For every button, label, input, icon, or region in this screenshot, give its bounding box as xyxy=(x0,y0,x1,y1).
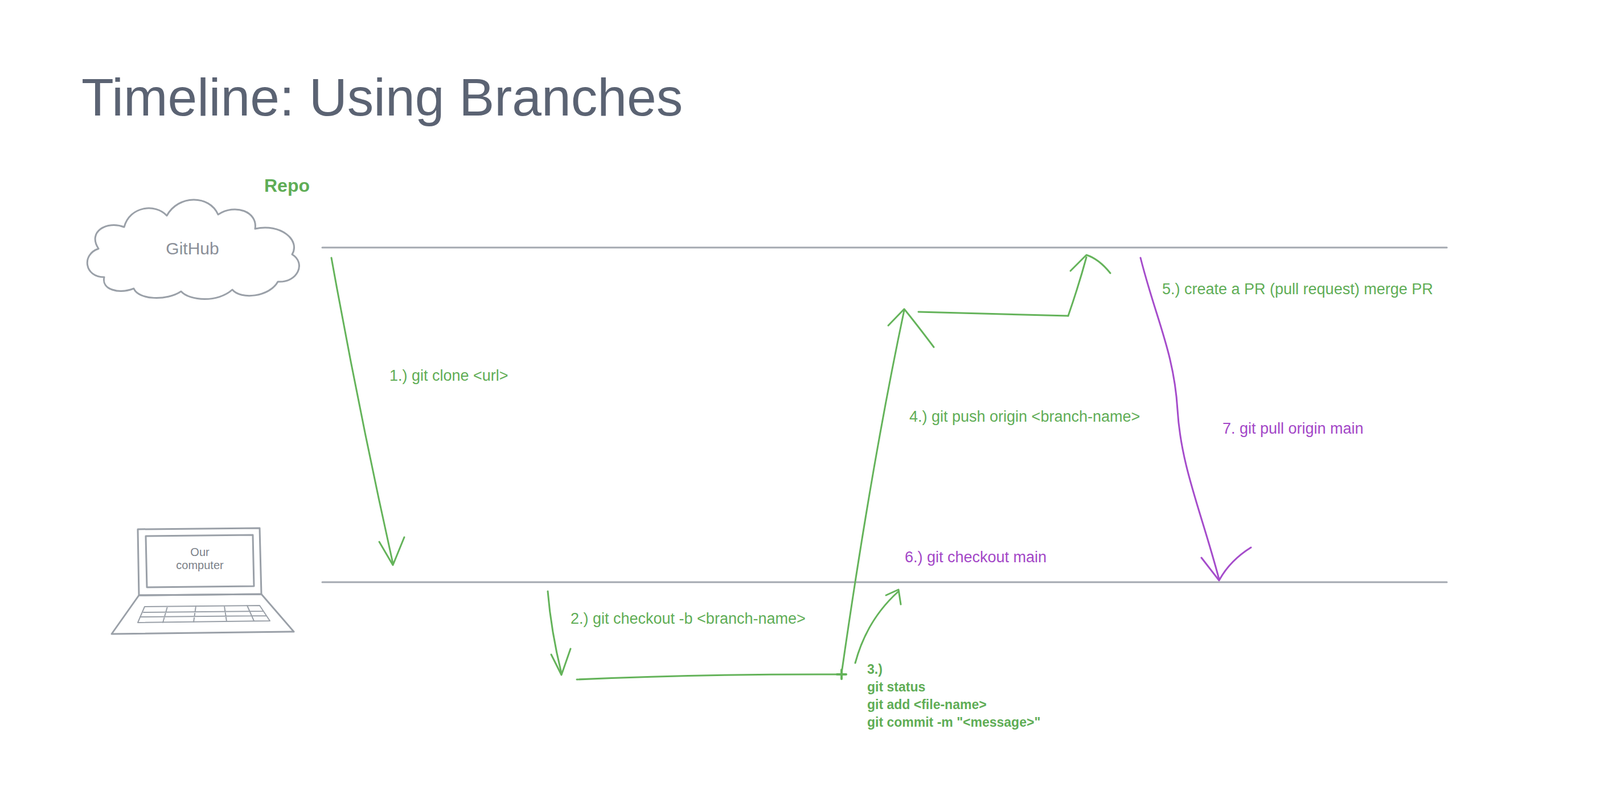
cloud-shape xyxy=(87,199,299,300)
step-label: git add <file-name> xyxy=(867,697,987,713)
node-text-holder: Our computer xyxy=(171,546,229,573)
step-label: git commit -m "<message>" xyxy=(867,715,1041,730)
arrow-head xyxy=(1070,255,1111,274)
push-arrow xyxy=(841,310,905,674)
repo-timeline xyxy=(322,247,1447,249)
cloud-label: GitHub xyxy=(107,239,278,260)
step-label: 3.) xyxy=(867,662,883,678)
pull-arrow xyxy=(1140,257,1220,580)
branch-line xyxy=(576,674,842,680)
step-label: 2.) git checkout -b <branch-name> xyxy=(570,610,806,629)
commit-arrow xyxy=(855,592,898,664)
push-line xyxy=(918,312,1069,317)
laptop-icon: Our computer xyxy=(110,527,297,637)
step-label: 4.) git push origin <branch-name> xyxy=(909,408,1140,426)
github-cloud: GitHub xyxy=(81,191,305,302)
arrow-head xyxy=(885,589,901,605)
arrow-head xyxy=(551,649,571,676)
screen-frame xyxy=(137,528,262,596)
keyboard xyxy=(137,605,270,623)
clone-arrow xyxy=(331,257,393,564)
arrow-head xyxy=(1201,547,1251,581)
step-label: 5.) create a PR (pull request) merge PR xyxy=(1162,280,1436,299)
arrow-head xyxy=(888,309,934,348)
laptop-base xyxy=(111,594,294,635)
node-text-holder: GitHub xyxy=(107,239,278,260)
repo-label: Repo xyxy=(264,175,310,197)
local-timeline xyxy=(322,581,1447,584)
step-label: git status xyxy=(867,679,926,695)
diagram-title: Timeline: Using Branches xyxy=(81,67,683,129)
screen-inner xyxy=(145,535,254,588)
step-label: 7. git pull origin main xyxy=(1222,420,1364,438)
step-label: 1.) git clone <url> xyxy=(389,367,509,385)
screen-label: Our computer xyxy=(171,546,229,573)
laptop-outline xyxy=(110,527,297,637)
push-arrow xyxy=(1068,257,1087,317)
arrow-head xyxy=(379,537,405,566)
step-label: 6.) git checkout main xyxy=(904,548,1047,567)
